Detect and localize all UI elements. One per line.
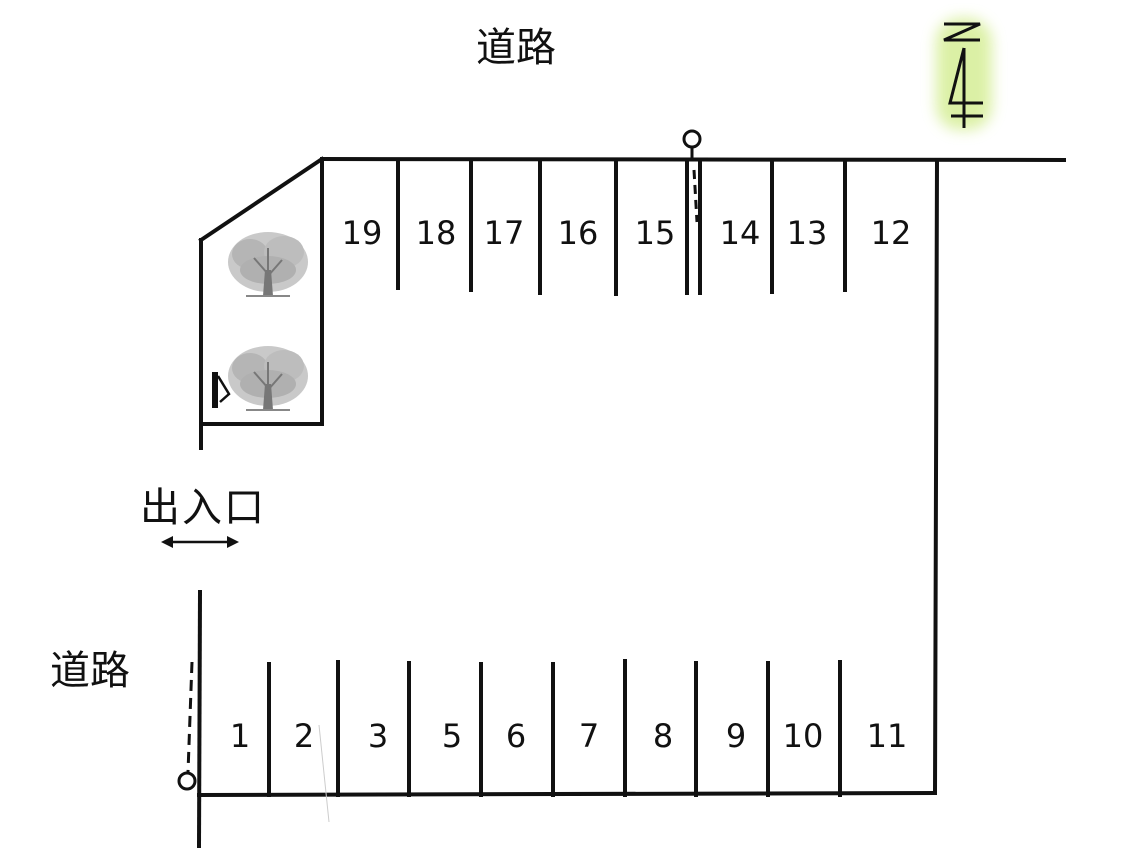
tree-icon	[227, 231, 309, 297]
parking-stall-18: 18	[415, 214, 457, 252]
parking-stall-2: 2	[293, 717, 315, 755]
entrance-label: 出入口	[140, 485, 266, 531]
parking-stall-17: 17	[483, 214, 525, 252]
parking-stall-12: 12	[870, 214, 912, 252]
parking-stall-19: 19	[341, 214, 383, 252]
vending-machine-icon	[212, 372, 231, 408]
parking-stall-1: 1	[229, 717, 251, 755]
parking-stall-3: 3	[367, 717, 389, 755]
parking-stall-9: 9	[725, 717, 747, 755]
road-label-left: 道路	[50, 648, 130, 694]
parking-stall-11: 11	[866, 717, 908, 755]
road-label-top: 道路	[476, 25, 556, 71]
parking-stall-8: 8	[652, 717, 674, 755]
parking-stall-14: 14	[719, 214, 761, 252]
tree-icon	[227, 345, 309, 411]
parking-stall-7: 7	[578, 717, 600, 755]
parking-stall-10: 10	[782, 717, 824, 755]
parking-stall-13: 13	[786, 214, 828, 252]
parking-stall-16: 16	[557, 214, 599, 252]
north-arrow-icon	[936, 18, 992, 130]
utility-pole-icon	[682, 129, 702, 223]
double-arrow-icon	[161, 536, 239, 548]
parking-stall-15: 15	[634, 214, 676, 252]
utility-pole-icon	[177, 661, 197, 791]
parking-stall-5: 5	[441, 717, 463, 755]
parking-stall-6: 6	[505, 717, 527, 755]
